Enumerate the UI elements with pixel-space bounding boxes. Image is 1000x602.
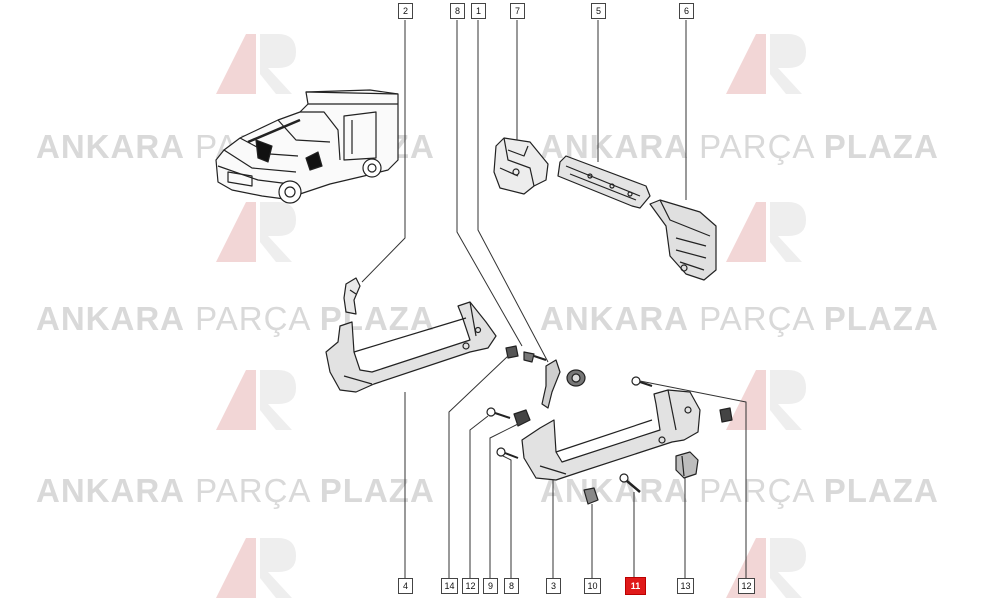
watermark-logo <box>726 34 806 94</box>
callout-4[interactable]: 4 <box>398 578 413 594</box>
part-6-panel <box>649 199 717 281</box>
callout-9[interactable]: 9 <box>483 578 498 594</box>
callout-14[interactable]: 14 <box>441 578 458 594</box>
watermark-text: ANKARA PARÇA PLAZA <box>540 300 939 337</box>
callout-6[interactable]: 6 <box>679 3 694 19</box>
watermark-text: ANKARA PARÇA PLAZA <box>36 300 435 337</box>
callout-10[interactable]: 10 <box>584 578 601 594</box>
callout-1[interactable]: 1 <box>471 3 486 19</box>
leader-lines <box>361 20 747 580</box>
callout-8-bottom[interactable]: 8 <box>504 578 519 594</box>
callout-8[interactable]: 8 <box>450 3 465 19</box>
callout-3[interactable]: 3 <box>546 578 561 594</box>
watermark-logo <box>216 370 296 430</box>
callout-11-highlighted[interactable]: 11 <box>625 577 646 595</box>
watermark-text: ANKARA PARÇA PLAZA <box>36 472 435 509</box>
van-illustration <box>215 89 399 204</box>
callout-13[interactable]: 13 <box>677 578 694 594</box>
part-7-bracket <box>493 137 549 195</box>
watermark-logo <box>216 538 296 598</box>
watermark-logo <box>726 202 806 262</box>
callout-2[interactable]: 2 <box>398 3 413 19</box>
watermark-text: ANKARA PARÇA PLAZA <box>540 128 939 165</box>
part-4-sill <box>325 301 497 393</box>
watermark-logo <box>216 34 296 94</box>
callout-12[interactable]: 12 <box>462 578 479 594</box>
callout-12-right[interactable]: 12 <box>738 578 755 594</box>
part-5-strip <box>557 155 651 209</box>
watermark-logo <box>726 370 806 430</box>
part-2-bracket <box>343 277 361 315</box>
fasteners <box>486 345 733 505</box>
callout-7[interactable]: 7 <box>510 3 525 19</box>
watermark-logo <box>216 202 296 262</box>
watermark-text: ANKARA PARÇA PLAZA <box>540 472 939 509</box>
part-3-sill <box>521 389 701 481</box>
callout-5[interactable]: 5 <box>591 3 606 19</box>
